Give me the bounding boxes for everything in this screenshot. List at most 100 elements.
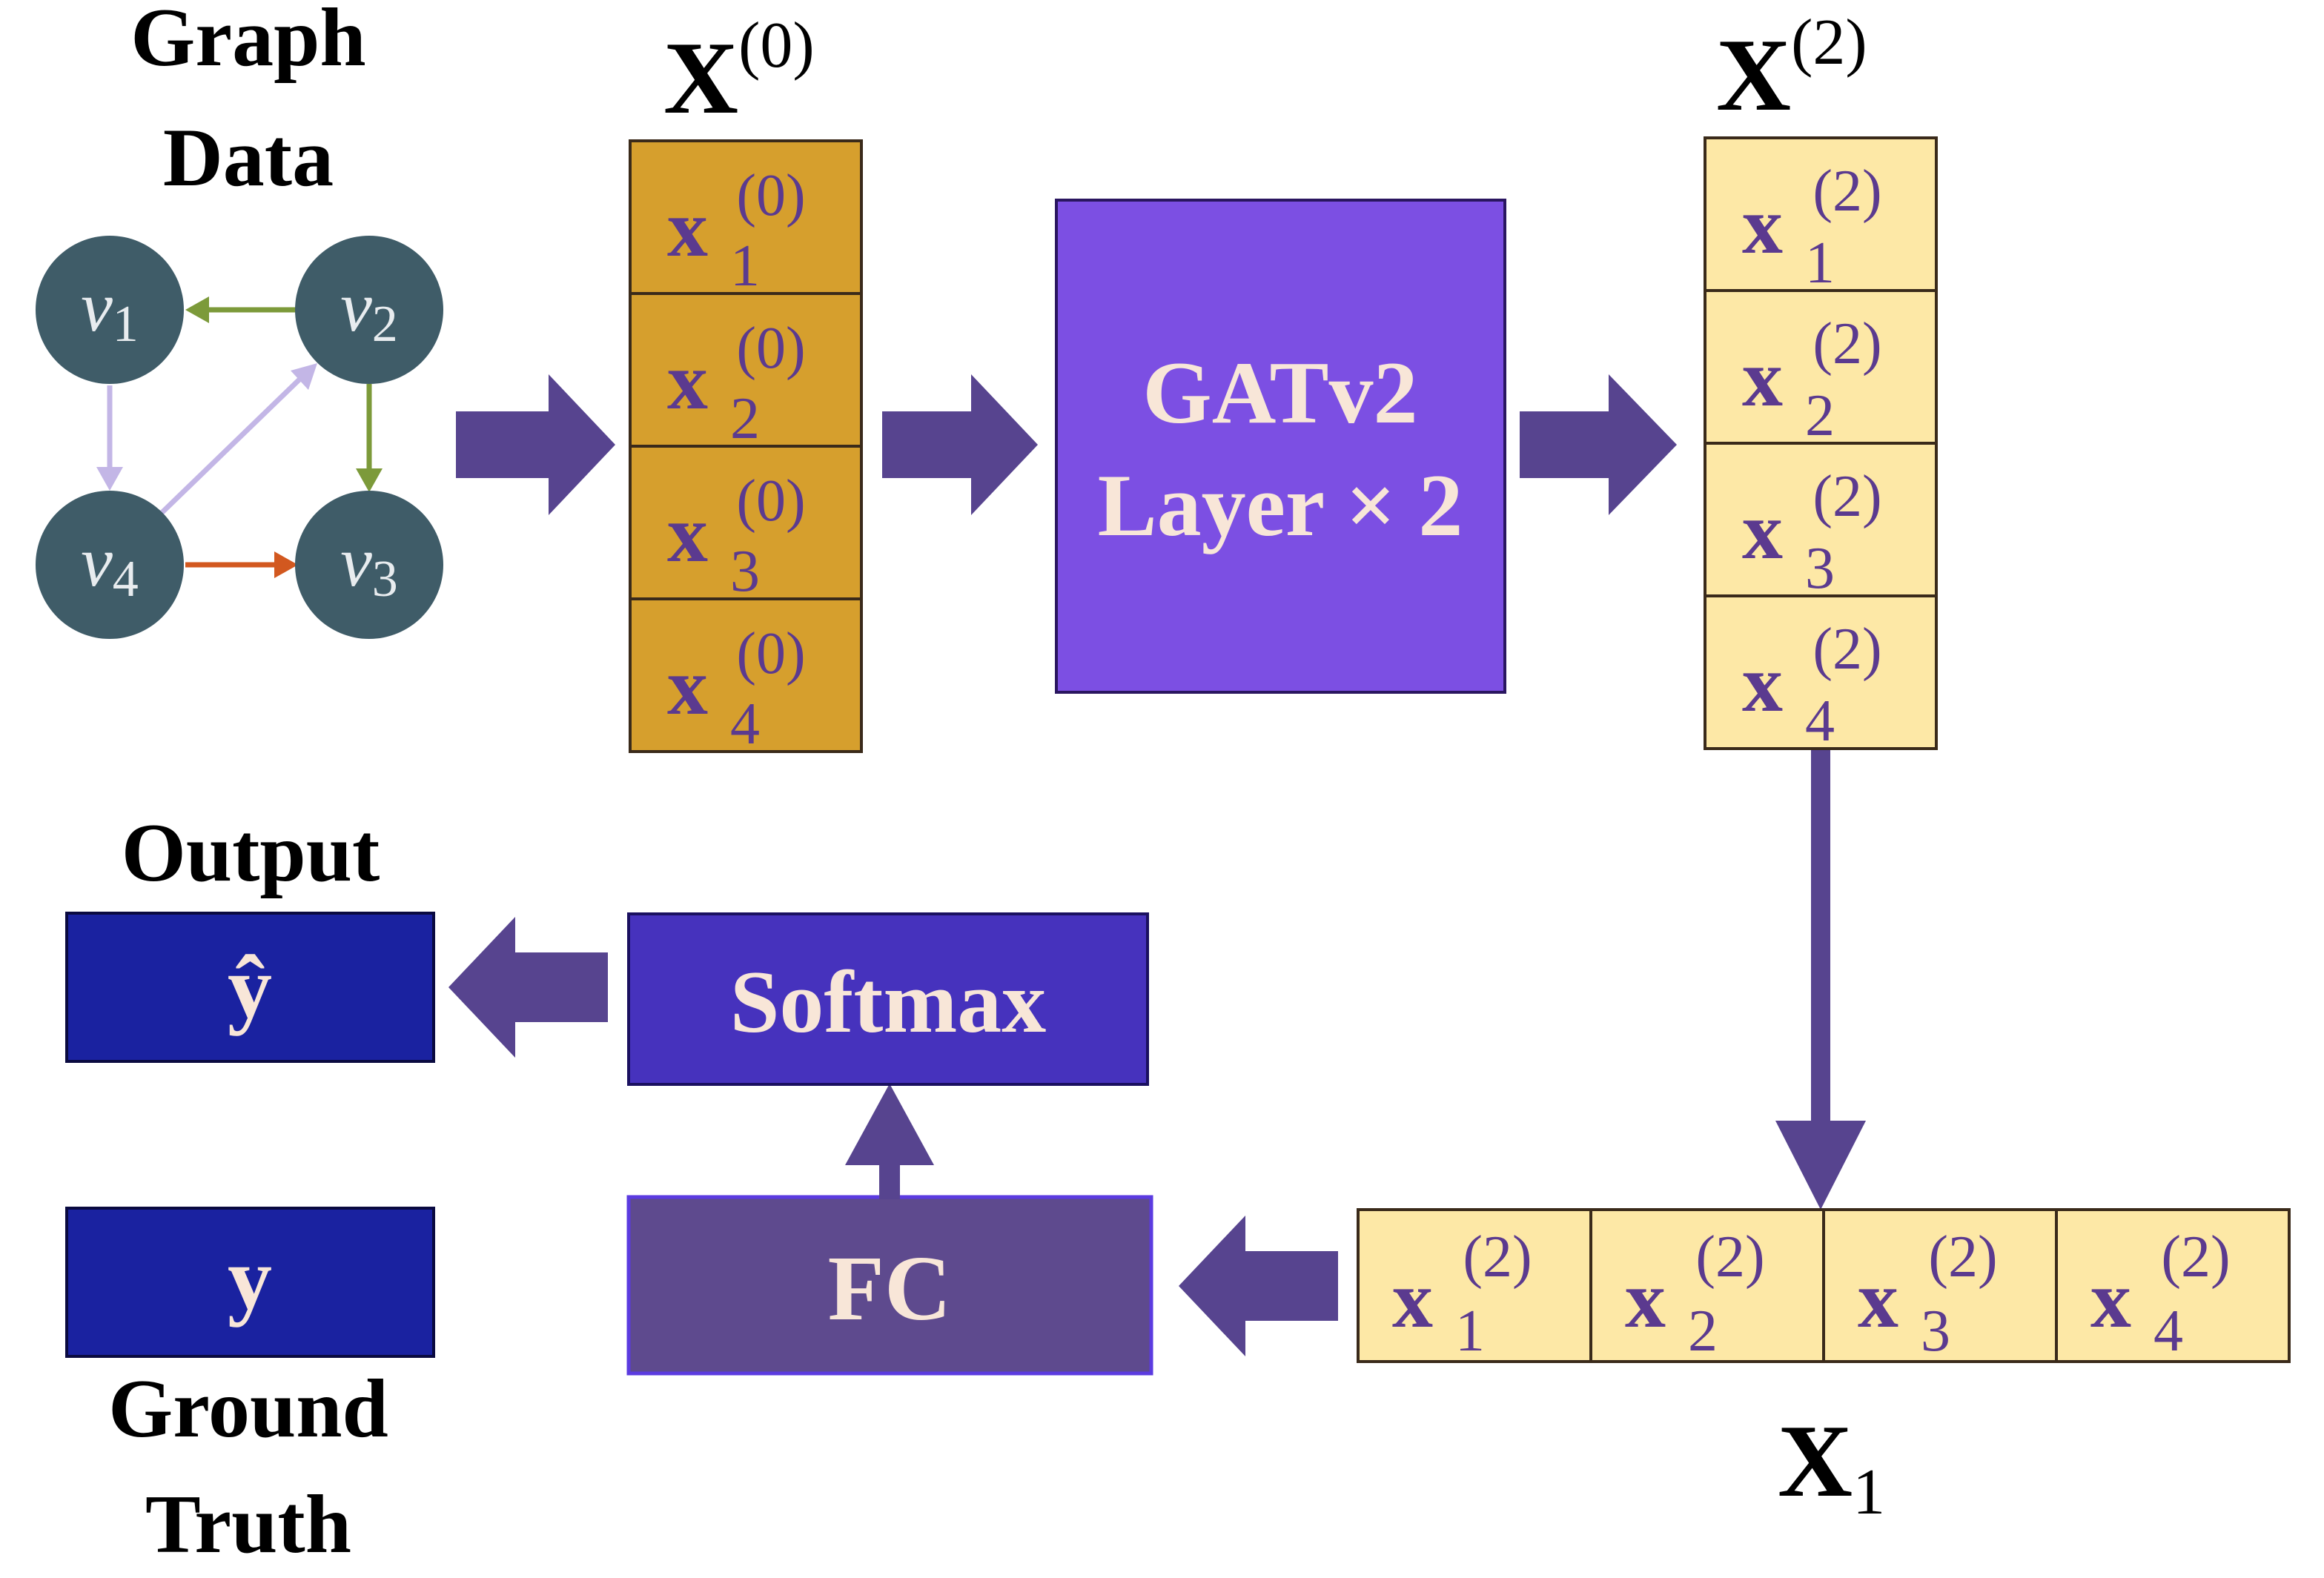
node-v4-label: v4 <box>81 522 139 608</box>
edge-v1-v4-head <box>96 467 123 491</box>
x0-cell-2-main: x <box>667 336 708 426</box>
edge-v4-v3-head <box>274 551 298 578</box>
gat-label-line1: GATv2 <box>1142 343 1417 442</box>
x2-cell-2-main: x <box>1742 333 1783 423</box>
graph-title-line2: Data <box>163 112 334 204</box>
x2-cell-1-main: x <box>1742 180 1783 271</box>
x1-cell-2-main: x <box>1625 1254 1666 1345</box>
ground-truth-title-line2: Truth <box>145 1479 351 1571</box>
output-title: Output <box>122 807 380 899</box>
edge-v2-v1-head <box>185 296 209 323</box>
x1-cell-2-sup: (2) <box>1695 1224 1764 1290</box>
x2-cell-1 <box>1704 136 1938 292</box>
x0-cell-3-sup: (0) <box>736 468 805 534</box>
gat-box <box>1055 199 1506 694</box>
x1-cell-2-sub: 2 <box>1688 1299 1718 1364</box>
x1-cell-4 <box>2055 1208 2291 1363</box>
x2-cell-4-sub: 4 <box>1805 689 1835 754</box>
x2-cell-4 <box>1704 594 1938 750</box>
graph-title-line1: Graph <box>130 0 365 84</box>
x0-column: x (0) 1 x (0) 2 x (0) 3 x (0) 4 <box>629 139 863 757</box>
x0-cell-4-sub: 4 <box>730 692 760 757</box>
arrow-x2-to-x1-shaft <box>1811 750 1830 1143</box>
arrow-gat-to-x2 <box>1520 374 1677 515</box>
x1-cell-3 <box>1822 1208 2058 1363</box>
softmax-box <box>627 912 1149 1086</box>
node-v1-label: v1 <box>81 267 139 353</box>
edge-v2-v3-head <box>356 468 383 492</box>
x2-cell-2-sub: 2 <box>1805 383 1835 448</box>
x2-cell-2-sup: (2) <box>1812 311 1881 377</box>
output-box <box>65 912 435 1063</box>
x0-cell-1-main: x <box>667 183 708 274</box>
x1-cell-3-sup: (2) <box>1928 1224 1997 1290</box>
output-value: ŷ <box>228 938 272 1036</box>
x1-cell-1-sub: 1 <box>1455 1299 1485 1364</box>
x0-cell-4-main: x <box>667 641 708 732</box>
x2-cell-1-sub: 1 <box>1805 231 1835 296</box>
ground-truth-value: y <box>228 1229 272 1327</box>
x0-cell-1-sub: 1 <box>730 233 760 299</box>
ground-truth-title-line1: Ground <box>108 1363 388 1455</box>
x0-cell-2 <box>629 292 863 448</box>
x0-cell-2-sub: 2 <box>730 386 760 451</box>
x1-cell-3-main: x <box>1858 1254 1898 1345</box>
arrow-fc-to-softmax <box>845 1084 934 1199</box>
x2-cell-3-sup: (2) <box>1812 464 1881 529</box>
node-v3: v3 <box>295 491 443 639</box>
graph-edges <box>96 296 383 578</box>
x1-row: x (2) 1 x (2) 2 x (2) 3 x (2) 4 <box>1357 1208 2291 1364</box>
x0-cell-3-main: x <box>667 488 708 579</box>
fc-block: FC <box>626 1195 1153 1376</box>
x2-cell-3-sub: 3 <box>1805 536 1835 601</box>
x2-title: X(2) <box>1716 7 1867 133</box>
ground-truth-block: y <box>65 1207 435 1358</box>
node-v1-circle <box>36 236 184 384</box>
edge-v4-v2-head <box>291 363 317 390</box>
gat-block: GATv2 Layer × 2 <box>1055 199 1506 694</box>
x1-cell-3-sub: 3 <box>1921 1299 1950 1364</box>
x2-cell-1-sup: (2) <box>1812 159 1881 224</box>
x0-cell-3-sub: 3 <box>730 539 760 604</box>
x1-cell-1-sup: (2) <box>1463 1224 1532 1290</box>
node-v1: v1 <box>36 236 184 384</box>
arrow-fc-to-softmax-head <box>845 1084 934 1165</box>
arrow-graph-to-x0 <box>456 374 615 515</box>
fc-box <box>626 1195 1153 1376</box>
gat-label-line2: Layer × 2 <box>1098 456 1463 554</box>
x1-title: X1 <box>1778 1404 1885 1528</box>
x0-title: X(0) <box>663 10 815 136</box>
node-v2-label: v2 <box>340 267 398 353</box>
node-v4: v4 <box>36 491 184 639</box>
x0-cell-4 <box>629 597 863 753</box>
x1-cell-4-sup: (2) <box>2161 1224 2230 1290</box>
softmax-block: Softmax <box>627 912 1149 1086</box>
x2-cell-2 <box>1704 289 1938 445</box>
node-v2: v2 <box>295 236 443 384</box>
x0-cell-2-sup: (0) <box>736 316 805 381</box>
x1-cell-4-main: x <box>2090 1254 2131 1345</box>
x1-cell-1-main: x <box>1392 1254 1433 1345</box>
arrow-x2-to-x1-head <box>1775 1121 1866 1210</box>
x2-cell-3 <box>1704 442 1938 597</box>
arrow-x2-to-x1 <box>1775 750 1866 1210</box>
x1-cell-4-sub: 4 <box>2153 1299 2183 1364</box>
fc-label: FC <box>828 1238 952 1340</box>
node-v4-circle <box>36 491 184 639</box>
x2-cell-4-main: x <box>1742 638 1783 729</box>
x0-cell-1 <box>629 139 863 295</box>
x2-column: x (2) 1 x (2) 2 x (2) 3 x (2) 4 <box>1704 136 1938 754</box>
x0-cell-4-sup: (0) <box>736 621 805 686</box>
x2-cell-4-sup: (2) <box>1812 617 1881 682</box>
x2-cell-3-main: x <box>1742 485 1783 576</box>
x0-cell-3 <box>629 445 863 600</box>
arrow-softmax-to-output <box>448 917 608 1058</box>
edge-v4-v2 <box>159 374 305 515</box>
node-v3-circle <box>295 491 443 639</box>
x1-cell-1 <box>1357 1208 1592 1363</box>
node-v3-label: v3 <box>340 522 398 608</box>
output-block: ŷ <box>65 912 435 1063</box>
x0-cell-1-sup: (0) <box>736 163 805 228</box>
arrow-x1-to-fc <box>1179 1216 1338 1356</box>
